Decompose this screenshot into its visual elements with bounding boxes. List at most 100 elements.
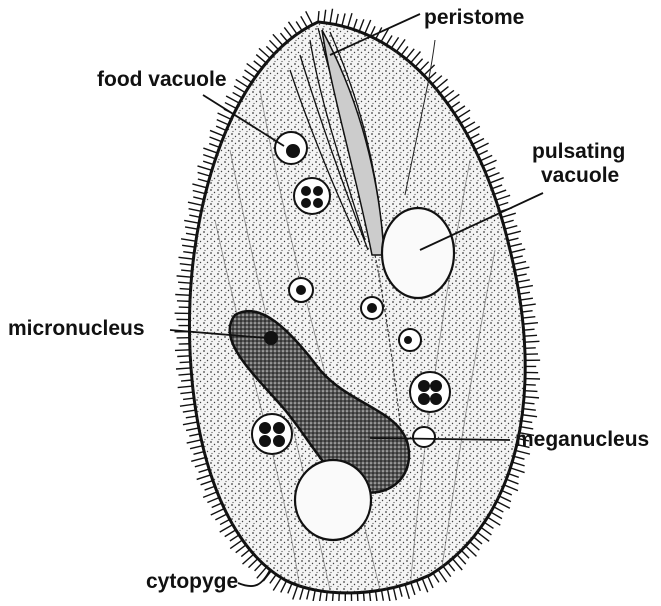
cilium: [490, 178, 504, 183]
cilium: [312, 590, 315, 601]
cilium: [175, 350, 190, 351]
pulsating-vacuole-label-line1: pulsating: [532, 140, 625, 164]
cilium: [180, 362, 191, 363]
cilium: [503, 220, 514, 223]
cilium: [183, 410, 196, 412]
cilium: [189, 215, 200, 217]
cilium: [365, 20, 371, 34]
cilium: [522, 415, 537, 417]
cilium: [197, 166, 211, 170]
cilium: [508, 238, 519, 241]
cilium: [524, 335, 537, 336]
cilium: [396, 39, 405, 51]
cilium: [307, 589, 310, 600]
cilium: [178, 386, 193, 388]
cilium: [180, 289, 191, 290]
cilium: [487, 173, 499, 178]
cilium: [247, 63, 259, 72]
cilium: [488, 517, 501, 525]
cilium: [225, 103, 237, 109]
cilium: [193, 197, 204, 200]
cilium: [510, 468, 524, 473]
cilium: [516, 274, 527, 276]
cilium: [233, 92, 243, 97]
cilium: [481, 527, 492, 535]
cilium: [480, 155, 492, 160]
cilium: [477, 532, 489, 541]
cilium: [470, 542, 480, 551]
cilium: [387, 589, 390, 601]
cilium: [448, 562, 455, 571]
cilium: [484, 522, 493, 528]
cilium: [359, 19, 364, 31]
cilium: [502, 490, 512, 494]
cilium: [454, 106, 465, 113]
cilium: [336, 14, 338, 25]
cilium: [187, 440, 202, 443]
cilium: [415, 59, 422, 67]
cilium: [452, 559, 462, 570]
cilium: [483, 160, 497, 166]
cilium: [518, 286, 533, 289]
cilium: [324, 10, 326, 23]
cilium: [466, 546, 477, 556]
cilium: [508, 474, 518, 478]
cilium: [201, 481, 213, 485]
cilium: [234, 86, 245, 93]
cilium: [422, 578, 428, 592]
cilium: [180, 392, 193, 394]
cilium: [521, 421, 532, 423]
cilium: [236, 545, 246, 553]
cilium: [273, 34, 283, 45]
cilium: [280, 33, 287, 41]
cilium: [183, 252, 194, 253]
cilium: [506, 231, 521, 235]
cilium: [216, 126, 226, 130]
cilium: [393, 588, 396, 601]
cilium: [199, 469, 210, 472]
cilium: [186, 428, 199, 430]
pulsating-vacuole: [382, 208, 454, 298]
cilium: [220, 525, 233, 532]
cilium: [497, 501, 510, 508]
cilium: [318, 11, 319, 22]
cilium: [501, 213, 515, 217]
meganucleus-label: meganucleus: [515, 428, 649, 452]
cilium: [185, 227, 198, 229]
cilium: [514, 456, 525, 459]
cilium: [301, 16, 307, 27]
cilium: [210, 130, 224, 136]
cilium: [381, 590, 383, 601]
posterior-vacuole: [295, 460, 371, 540]
cilium: [399, 586, 402, 597]
cilium: [464, 122, 475, 129]
cilium: [467, 126, 480, 133]
cilium: [177, 356, 190, 357]
cilium: [191, 457, 205, 461]
cilium: [494, 190, 506, 194]
cilium: [203, 155, 215, 159]
cilium: [348, 13, 352, 27]
cilium: [293, 585, 298, 599]
cilium: [259, 48, 270, 58]
cilium: [512, 256, 523, 258]
cilium: [523, 409, 536, 410]
cilium: [177, 276, 192, 277]
cilium: [405, 584, 409, 598]
cilium: [180, 404, 195, 406]
cilium: [494, 507, 504, 512]
cilium: [433, 573, 439, 582]
cilium: [517, 280, 530, 282]
cilium: [513, 262, 526, 265]
cilium: [217, 120, 229, 125]
cilium: [520, 298, 533, 300]
cilium: [284, 27, 292, 37]
cilium: [461, 550, 469, 558]
peristome-label: peristome: [424, 6, 524, 30]
cilium: [198, 172, 210, 176]
cilium: [306, 11, 313, 24]
cilium: [524, 403, 535, 404]
cilium: [457, 110, 470, 118]
cilium: [440, 87, 449, 94]
cilium: [182, 245, 195, 247]
